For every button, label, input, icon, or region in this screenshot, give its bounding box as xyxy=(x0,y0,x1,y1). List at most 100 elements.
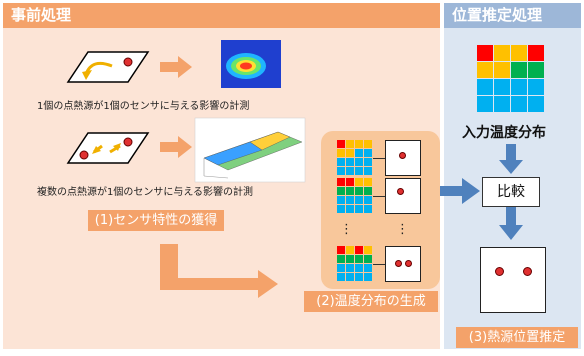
grid-cell xyxy=(355,264,363,272)
caption-multi: 複数の点熱源が1個のセンサに与える影響の計測 xyxy=(37,187,254,198)
grid-cell xyxy=(511,45,527,61)
grid-cell xyxy=(364,273,372,281)
grid-cell xyxy=(477,45,493,61)
grid-cell xyxy=(346,149,354,157)
compare-box: 比較 xyxy=(482,177,540,207)
arrow-to-surface xyxy=(160,136,192,158)
grid-cell xyxy=(364,149,372,157)
grid-cell xyxy=(355,196,363,204)
grid-cell xyxy=(355,178,363,186)
grid-cell xyxy=(364,196,372,204)
grid-cell xyxy=(346,273,354,281)
grid-cell xyxy=(364,167,372,175)
grid-cell xyxy=(494,62,510,78)
heat-source-dot xyxy=(523,267,532,276)
grid-cell xyxy=(355,167,363,175)
grid-cell xyxy=(364,140,372,148)
arrow-gen-to-compare xyxy=(440,178,480,204)
input-label: 入力温度分布 xyxy=(462,125,546,141)
heatmap-single xyxy=(221,40,281,88)
step2-label: (2)温度分布の生成 xyxy=(304,291,438,312)
arrow-to-generation xyxy=(160,244,278,298)
grid-cell xyxy=(337,149,345,157)
heat-source-map xyxy=(385,140,421,176)
grid-cell xyxy=(346,196,354,204)
grid-cell xyxy=(355,273,363,281)
grid-cell xyxy=(337,264,345,272)
generated-grid xyxy=(337,178,373,214)
grid-cell xyxy=(494,79,510,95)
grid-cell xyxy=(528,45,544,61)
grid-cell xyxy=(337,158,345,166)
heat-source-map xyxy=(385,178,421,214)
link-line xyxy=(373,196,385,197)
link-line xyxy=(373,158,385,159)
grid-cell xyxy=(346,205,354,213)
arrow-to-heatmap xyxy=(160,56,192,78)
grid-cell xyxy=(364,178,372,186)
input-temperature-grid xyxy=(477,45,545,113)
heat-source-dot xyxy=(397,188,404,195)
grid-cell xyxy=(528,79,544,95)
grid-cell xyxy=(364,255,372,263)
caption-single: 1個の点熱源が1個のセンサに与える影響の計測 xyxy=(37,101,250,112)
step3-label: (3)熱源位置推定 xyxy=(456,327,578,348)
grid-cell xyxy=(337,167,345,175)
grid-cell xyxy=(364,187,372,195)
heat-source-dot xyxy=(405,260,412,267)
grid-cell xyxy=(337,178,345,186)
sensor-plate-single xyxy=(66,51,150,83)
grid-cell xyxy=(364,264,372,272)
grid-cell xyxy=(337,187,345,195)
grid-cell xyxy=(337,196,345,204)
sensor-plate-multi xyxy=(66,132,150,164)
grid-cell xyxy=(355,255,363,263)
grid-cell xyxy=(337,273,345,281)
surface-plot xyxy=(194,117,306,183)
heat-source-map xyxy=(385,246,421,282)
heat-source-dot xyxy=(395,260,402,267)
result-box xyxy=(480,247,546,313)
grid-cell xyxy=(364,246,372,254)
grid-cell xyxy=(337,246,345,254)
generated-grid xyxy=(337,140,373,176)
grid-cell xyxy=(337,255,345,263)
heat-source-dot xyxy=(495,267,504,276)
grid-cell xyxy=(346,178,354,186)
grid-cell xyxy=(477,96,493,112)
grid-cell xyxy=(528,62,544,78)
grid-cell xyxy=(511,79,527,95)
heat-source-dot xyxy=(399,152,406,159)
dots-right: ⋮ xyxy=(396,222,409,237)
grid-cell xyxy=(346,255,354,263)
grid-cell xyxy=(511,96,527,112)
grid-cell xyxy=(346,187,354,195)
grid-cell xyxy=(477,79,493,95)
grid-cell xyxy=(355,246,363,254)
arrow-compare-to-result xyxy=(499,207,523,240)
grid-cell xyxy=(528,96,544,112)
preprocessing-header: 事前処理 xyxy=(3,3,440,28)
generated-grid xyxy=(337,246,373,282)
grid-cell xyxy=(346,264,354,272)
grid-cell xyxy=(346,167,354,175)
grid-cell xyxy=(355,187,363,195)
grid-cell xyxy=(494,45,510,61)
grid-cell xyxy=(355,205,363,213)
grid-cell xyxy=(337,205,345,213)
grid-cell xyxy=(337,140,345,148)
grid-cell xyxy=(494,96,510,112)
grid-cell xyxy=(355,149,363,157)
grid-cell xyxy=(364,158,372,166)
grid-cell xyxy=(346,140,354,148)
grid-cell xyxy=(511,62,527,78)
arrow-input-to-compare xyxy=(499,144,523,174)
grid-cell xyxy=(346,158,354,166)
dots-left: ⋮ xyxy=(340,222,353,237)
grid-cell xyxy=(355,140,363,148)
step1-label: (1)センサ特性の獲得 xyxy=(88,210,224,231)
grid-cell xyxy=(364,205,372,213)
estimation-header: 位置推定処理 xyxy=(444,3,581,28)
grid-cell xyxy=(355,158,363,166)
